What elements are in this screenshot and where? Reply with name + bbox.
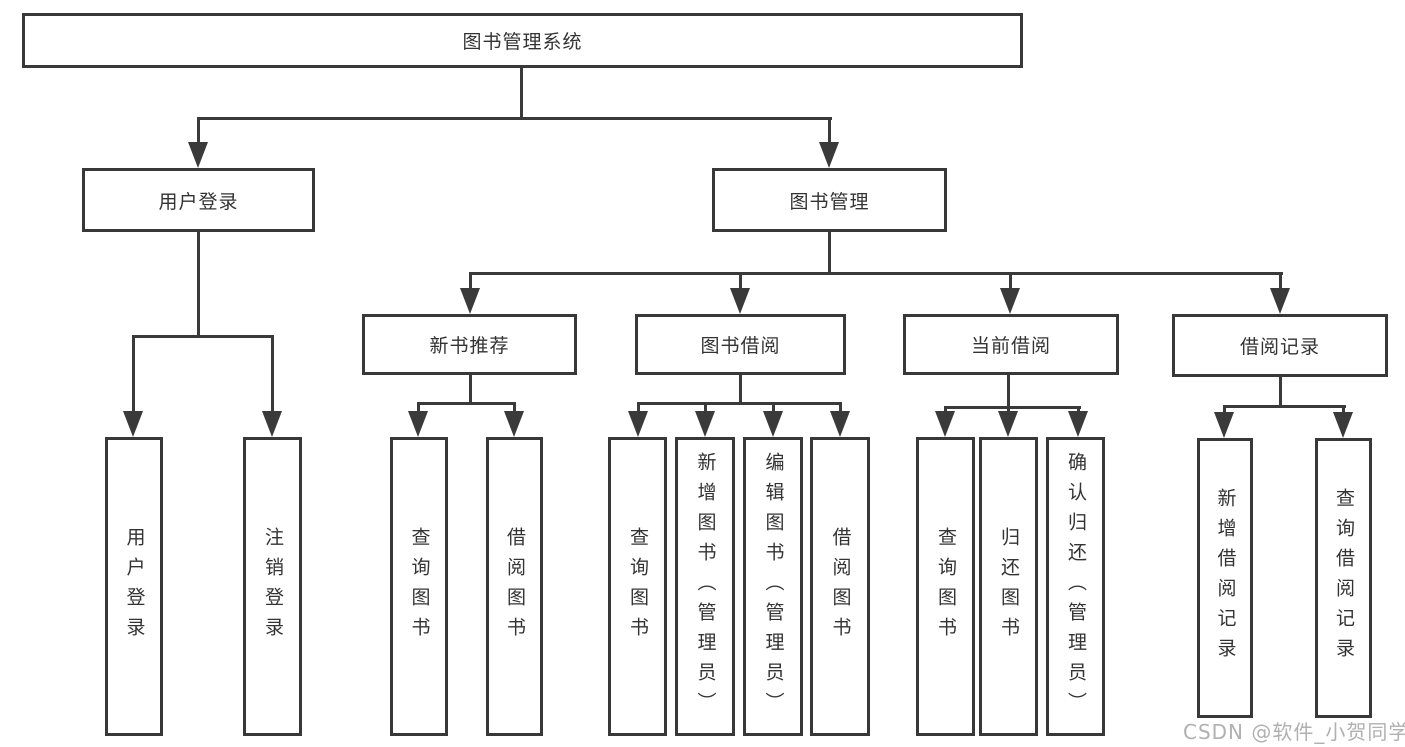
leaf-query-books-borrowing: 查询图书	[608, 437, 667, 736]
arrowhead-down-icon	[504, 411, 524, 437]
node-borrowing-records-label: 借阅记录	[1239, 336, 1320, 358]
leaf-query-books-current: 查询图书	[916, 437, 975, 736]
connector-drop	[1077, 406, 1080, 411]
connector-bookmgmt-stem	[828, 232, 831, 272]
node-new-book-recommend-label: 新书推荐	[429, 335, 510, 357]
arrowhead-down-icon	[1214, 412, 1234, 438]
leaf-query-books-recommend-label: 查询图书	[408, 526, 431, 647]
leaf-add-book-admin: 新增图书（管理员）	[675, 437, 735, 736]
connector-recommend-stem	[469, 375, 472, 402]
arrowhead-down-icon	[123, 411, 143, 437]
arrowhead-down-icon	[998, 411, 1018, 437]
connector-records-rail	[1223, 405, 1346, 408]
connector-userlogin-rail	[132, 335, 274, 338]
leaf-return-book-label: 归还图书	[998, 526, 1020, 647]
leaf-add-book-admin-label: 新增图书（管理员）	[694, 451, 717, 722]
node-book-borrowing: 图书借阅	[635, 314, 846, 375]
leaf-user-login-label: 用户登录	[123, 526, 146, 647]
leaf-query-books-recommend: 查询图书	[390, 437, 448, 736]
leaf-query-books-current-label: 查询图书	[935, 526, 957, 647]
connector-drop	[704, 402, 707, 411]
watermark-text: CSDN @软件_小贺同学	[1183, 720, 1405, 744]
leaf-query-borrow-record: 查询借阅记录	[1315, 438, 1372, 718]
arrowhead-down-icon	[1068, 411, 1088, 437]
leaf-return-book: 归还图书	[979, 437, 1038, 736]
connector-drop	[1007, 406, 1010, 411]
leaf-user-login: 用户登录	[105, 437, 163, 736]
arrowhead-down-icon	[408, 411, 428, 437]
arrowhead-down-icon	[830, 411, 850, 437]
connector-root-rail	[197, 117, 832, 120]
arrowhead-down-icon	[1000, 288, 1020, 314]
connector-bookmgmt-rail	[469, 272, 1283, 275]
leaf-logout: 注销登录	[243, 437, 302, 736]
leaf-logout-label: 注销登录	[262, 526, 284, 647]
connector-drop	[469, 272, 472, 288]
connector-drop	[944, 406, 947, 411]
leaf-borrow-books-recommend: 借阅图书	[486, 437, 543, 736]
connector-records-stem	[1279, 377, 1282, 405]
leaf-query-borrow-record-label: 查询借阅记录	[1333, 488, 1355, 668]
connector-drop-user-login	[197, 117, 200, 142]
leaf-add-borrow-record-label: 新增借阅记录	[1214, 488, 1237, 668]
leaf-borrow-books-borrowing-label: 借阅图书	[829, 526, 852, 647]
node-root-label: 图书管理系统	[462, 31, 583, 53]
leaf-add-borrow-record: 新增借阅记录	[1197, 438, 1253, 718]
connector-drop	[772, 402, 775, 411]
connector-current-rail	[944, 406, 1081, 409]
arrowhead-down-icon	[460, 288, 480, 314]
arrowhead-down-icon	[188, 142, 208, 168]
connector-drop	[1223, 405, 1226, 412]
arrowhead-down-icon	[935, 411, 955, 437]
node-new-book-recommend: 新书推荐	[362, 314, 577, 375]
arrowhead-down-icon	[730, 288, 750, 314]
connector-drop	[1279, 272, 1282, 288]
arrowhead-down-icon	[819, 142, 839, 168]
connector-borrowing-stem	[739, 375, 742, 402]
node-root: 图书管理系统	[22, 13, 1023, 68]
connector-drop	[513, 402, 516, 411]
leaf-borrow-books-recommend-label: 借阅图书	[504, 526, 526, 647]
connector-drop	[417, 402, 420, 411]
arrowhead-down-icon	[695, 411, 715, 437]
node-user-login-label: 用户登录	[158, 190, 239, 213]
arrowhead-down-icon	[628, 411, 648, 437]
connector-recommend-rail	[417, 402, 516, 405]
connector-borrowing-rail	[637, 402, 841, 405]
node-book-management-label: 图书管理	[789, 190, 870, 213]
leaf-query-books-borrowing-label: 查询图书	[627, 526, 649, 647]
connector-drop	[839, 402, 842, 411]
connector-userlogin-stem	[197, 232, 200, 335]
leaf-borrow-books-borrowing: 借阅图书	[810, 437, 870, 736]
node-borrowing-records: 借阅记录	[1172, 314, 1388, 377]
leaf-edit-book-admin-label: 编辑图书（管理员）	[762, 451, 785, 722]
connector-drop	[271, 335, 274, 411]
leaf-confirm-return-admin: 确认归还（管理员）	[1046, 437, 1105, 736]
leaf-edit-book-admin: 编辑图书（管理员）	[743, 437, 803, 736]
arrowhead-down-icon	[1270, 288, 1290, 314]
arrowhead-down-icon	[1333, 412, 1353, 438]
connector-drop	[132, 335, 135, 411]
connector-drop-book-mgmt	[828, 117, 831, 142]
connector-drop	[1342, 405, 1345, 412]
connector-current-stem	[1007, 375, 1010, 406]
connector-drop	[1009, 272, 1012, 288]
connector-root-stem	[520, 68, 523, 117]
node-book-borrowing-label: 图书借阅	[700, 335, 781, 357]
node-current-borrowing-label: 当前借阅	[970, 335, 1051, 357]
node-user-login: 用户登录	[82, 168, 315, 232]
arrowhead-down-icon	[262, 411, 282, 437]
connector-drop	[739, 272, 742, 288]
leaf-confirm-return-admin-label: 确认归还（管理员）	[1065, 451, 1087, 722]
arrowhead-down-icon	[763, 411, 783, 437]
node-current-borrowing: 当前借阅	[903, 314, 1119, 375]
connector-drop	[637, 402, 640, 411]
node-book-management: 图书管理	[712, 168, 947, 232]
